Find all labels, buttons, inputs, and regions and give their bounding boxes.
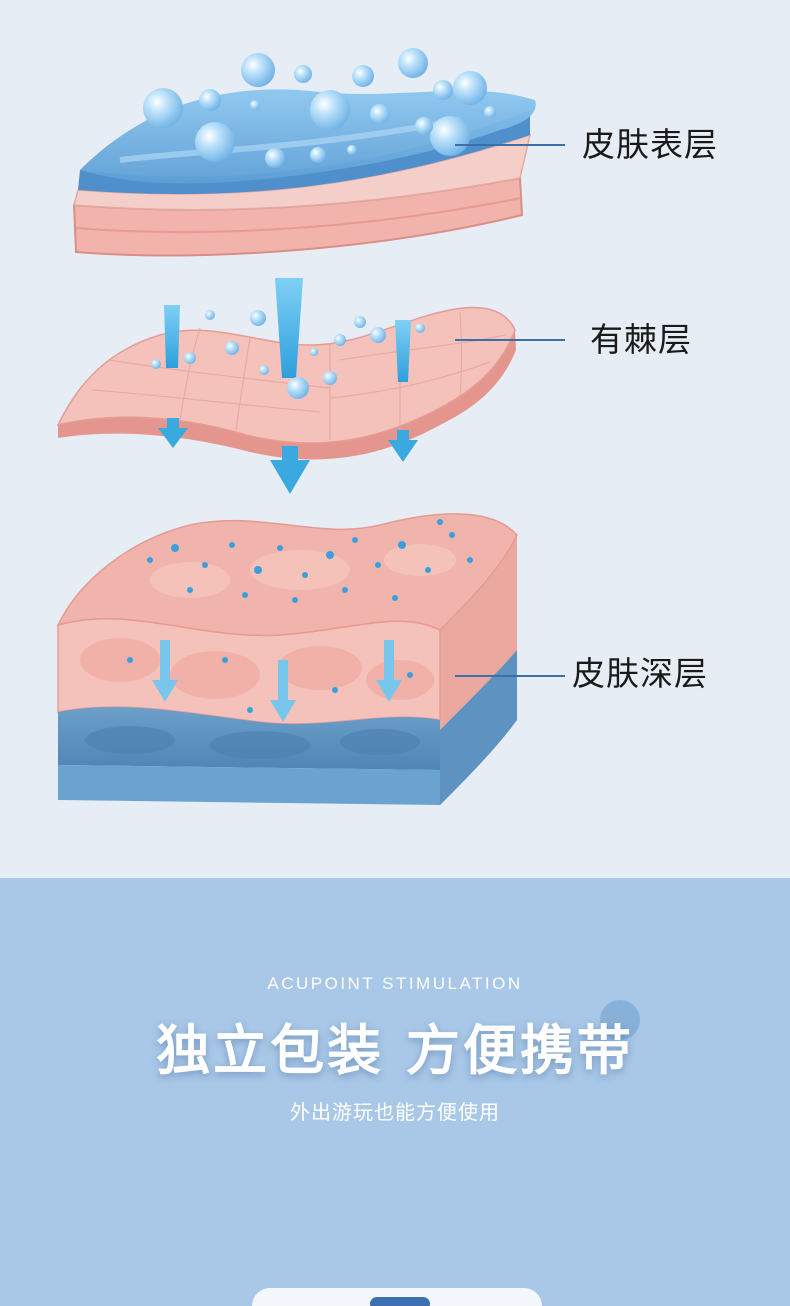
epidermis-blue-top — [80, 89, 536, 184]
deep-cell — [340, 729, 420, 755]
label-spinous-layer: 有棘层 — [590, 320, 692, 359]
arrow-down-icon — [388, 430, 418, 462]
water-bubble — [310, 90, 350, 130]
water-bubble — [259, 365, 269, 375]
water-bubble — [415, 323, 425, 333]
dermis-cell — [170, 651, 260, 699]
dermis-cell — [278, 646, 362, 690]
label-epidermis: 皮肤表层 — [582, 125, 718, 164]
water-dot — [292, 597, 298, 603]
arrow-down-icon — [270, 446, 310, 494]
water-bubble — [354, 316, 366, 328]
water-dot — [425, 567, 431, 573]
water-bubble — [484, 106, 496, 118]
water-bubble — [151, 359, 161, 369]
deep-cell — [85, 726, 175, 754]
water-dot — [254, 566, 262, 574]
water-dot — [302, 572, 308, 578]
skin-diagram-section: 皮肤表层 有棘层 皮肤深层 — [0, 0, 790, 878]
water-dot — [352, 537, 358, 543]
product-logo-icon — [370, 1297, 430, 1306]
water-bubble — [294, 65, 312, 83]
dermis-front-bottom — [58, 765, 440, 805]
decorative-circle-icon — [600, 1000, 640, 1040]
dermis-cell — [80, 638, 160, 682]
feature-banner: ACUPOINT STIMULATION 独立包装 方便携带 外出游玩也能方便使… — [0, 878, 790, 1306]
epidermis-layer — [72, 89, 536, 257]
water-bubble — [205, 310, 215, 320]
dermis-right-face-deep — [440, 650, 517, 805]
water-dot — [326, 551, 334, 559]
water-dot — [222, 657, 228, 663]
dermis-cell — [384, 544, 456, 576]
water-dot — [147, 557, 153, 563]
water-bubbles-middle — [151, 310, 425, 399]
arrow-down-icon — [152, 640, 178, 702]
absorption-arrows-upper — [158, 278, 418, 494]
epidermis-pink-stripe — [75, 197, 522, 234]
water-bubble — [310, 147, 326, 163]
arrow-down-icon — [164, 305, 180, 368]
water-bubble — [334, 334, 346, 346]
arrow-down-icon — [376, 640, 402, 702]
absorption-arrows-lower — [152, 640, 402, 722]
label-dermis: 皮肤深层 — [572, 654, 708, 693]
water-dot — [398, 541, 406, 549]
water-dot — [229, 542, 235, 548]
water-dot — [187, 587, 193, 593]
water-bubble — [287, 377, 309, 399]
water-dot — [247, 707, 253, 713]
water-bubble — [453, 71, 487, 105]
water-dot — [392, 595, 398, 601]
banner-caption: 外出游玩也能方便使用 — [290, 1100, 500, 1124]
deep-cell — [210, 731, 310, 759]
dermis-cell — [250, 550, 350, 590]
banner-title: 独立包装 方便携带 — [156, 1019, 634, 1082]
water-bubble — [370, 327, 386, 343]
water-bubble — [415, 117, 433, 135]
arrow-down-icon — [395, 320, 411, 382]
water-bubble — [310, 348, 318, 356]
water-dot — [202, 562, 208, 568]
water-dot — [277, 545, 283, 551]
water-dot — [342, 587, 348, 593]
water-bubble — [250, 310, 266, 326]
water-bubble — [225, 341, 239, 355]
water-bubble — [433, 80, 453, 100]
dermis-block — [56, 513, 518, 805]
water-bubble — [241, 53, 275, 87]
water-dot — [171, 544, 179, 552]
water-bubble — [195, 122, 235, 162]
water-bubble — [265, 148, 285, 168]
water-bubble — [199, 89, 221, 111]
water-bubbles-top — [143, 48, 496, 168]
water-dot — [375, 562, 381, 568]
water-bubble — [430, 116, 470, 156]
water-bubble — [352, 65, 374, 87]
water-bubble — [184, 352, 196, 364]
epidermis-blue-sheen — [119, 117, 461, 163]
arrow-down-icon — [158, 418, 188, 448]
water-bubble — [250, 100, 260, 110]
water-dots-dermis — [127, 519, 473, 713]
water-bubble — [398, 48, 428, 78]
water-dot — [242, 592, 248, 598]
water-dot — [127, 657, 133, 663]
water-bubble — [347, 145, 357, 155]
water-bubble — [143, 88, 183, 128]
banner-subtitle-en: ACUPOINT STIMULATION — [267, 974, 523, 993]
skin-layers-illustration — [56, 48, 565, 805]
water-bubble — [370, 104, 390, 124]
water-dot — [467, 557, 473, 563]
water-dot — [407, 672, 413, 678]
water-dot — [332, 687, 338, 693]
water-dot — [437, 519, 443, 525]
arrow-down-icon — [270, 660, 296, 722]
water-dot — [449, 532, 455, 538]
arrow-down-icon — [275, 278, 303, 378]
dermis-cell — [150, 562, 230, 598]
water-bubble — [323, 371, 337, 385]
